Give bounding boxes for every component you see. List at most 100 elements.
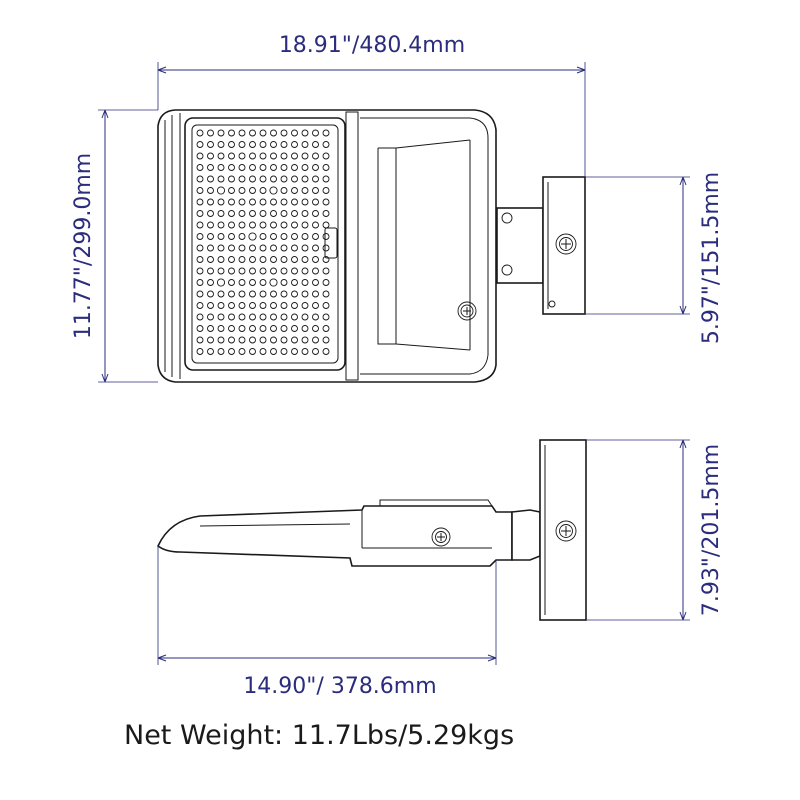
led-lens	[280, 290, 288, 298]
led-lens	[259, 348, 267, 355]
led-lens	[196, 336, 204, 344]
led-lens	[196, 187, 204, 194]
led-lens	[196, 325, 204, 332]
led-lens	[322, 348, 330, 355]
housing-divider	[345, 111, 359, 381]
led-lens	[249, 290, 256, 298]
led-lens	[280, 302, 288, 309]
led-lens	[207, 152, 214, 160]
led-lens	[217, 175, 225, 183]
led-lens	[291, 313, 298, 321]
led-lens	[238, 244, 246, 252]
led-lens	[207, 325, 214, 332]
led-lens	[291, 325, 298, 332]
top-view	[157, 109, 586, 383]
led-lens	[196, 198, 204, 206]
led-lens	[280, 221, 288, 229]
led-lens	[312, 348, 319, 355]
led-lens	[228, 244, 235, 252]
led-lens	[291, 187, 298, 194]
led-lens	[322, 164, 330, 171]
overall-width-label: 11.77"/299.0mm	[71, 153, 96, 339]
cover-screw-icon	[457, 301, 477, 321]
led-lens	[238, 279, 246, 286]
led-lens	[207, 164, 214, 171]
led-lens	[228, 198, 235, 206]
led-lens	[280, 267, 288, 275]
led-lens	[280, 198, 288, 206]
led-lens	[322, 256, 330, 263]
led-lens	[249, 267, 256, 275]
led-lens	[312, 152, 319, 160]
led-lens	[249, 210, 256, 217]
led-lens	[312, 290, 319, 298]
led-lens	[228, 221, 235, 229]
led-lens	[322, 313, 330, 321]
led-lens	[280, 279, 288, 286]
led-lens	[280, 244, 288, 252]
led-lens	[312, 302, 319, 309]
led-lens	[217, 221, 225, 229]
led-lens	[196, 129, 204, 137]
led-lens	[270, 141, 277, 148]
led-lens	[322, 129, 330, 137]
led-lens	[322, 325, 330, 332]
led-lens	[228, 233, 235, 240]
led-lens	[249, 348, 256, 355]
led-lens	[280, 152, 288, 160]
led-lens	[207, 279, 214, 286]
side-bracket-screw-icon	[555, 520, 577, 542]
led-lens	[238, 210, 246, 217]
side-screw-icon	[431, 527, 451, 547]
led-lens	[249, 279, 256, 286]
led-lens	[301, 187, 309, 194]
bracket-height-label: 7.93"/201.5mm	[699, 444, 724, 616]
led-lens	[249, 221, 256, 229]
led-lens	[322, 290, 330, 298]
led-lens	[270, 221, 277, 229]
led-lens	[312, 198, 319, 206]
mount-hole	[269, 278, 278, 287]
led-lens	[238, 325, 246, 332]
led-lens	[217, 129, 225, 137]
led-lens	[312, 267, 319, 275]
led-lens	[291, 348, 298, 355]
led-lens	[259, 164, 267, 171]
led-lens	[217, 233, 225, 240]
led-lens	[280, 129, 288, 137]
led-lens	[322, 198, 330, 206]
led-lens	[217, 244, 225, 252]
dimension-lines	[98, 62, 690, 665]
led-lens	[291, 267, 298, 275]
led-lens	[259, 141, 267, 148]
led-lens	[301, 210, 309, 217]
led-lens	[238, 302, 246, 309]
led-lens	[259, 198, 267, 206]
led-lens	[217, 152, 225, 160]
led-lens	[228, 336, 235, 344]
led-lens	[196, 233, 204, 240]
led-lens	[196, 348, 204, 355]
led-lens	[238, 290, 246, 298]
led-lens	[196, 164, 204, 171]
led-lens	[291, 290, 298, 298]
led-lens	[228, 290, 235, 298]
led-lens	[312, 233, 319, 240]
led-lens	[291, 221, 298, 229]
led-lens	[312, 141, 319, 148]
led-lens	[259, 279, 267, 286]
led-lens	[291, 279, 298, 286]
led-lens	[322, 244, 330, 252]
led-lens	[207, 290, 214, 298]
led-lens	[217, 141, 225, 148]
led-lens	[322, 141, 330, 148]
led-lens	[196, 267, 204, 275]
led-lens	[249, 152, 256, 160]
led-lens	[228, 141, 235, 148]
led-lens	[291, 141, 298, 148]
led-lens	[228, 302, 235, 309]
bracket-width-label: 5.97"/151.5mm	[699, 172, 724, 344]
led-lens	[259, 152, 267, 160]
led-lens	[196, 175, 204, 183]
led-lens	[312, 129, 319, 137]
